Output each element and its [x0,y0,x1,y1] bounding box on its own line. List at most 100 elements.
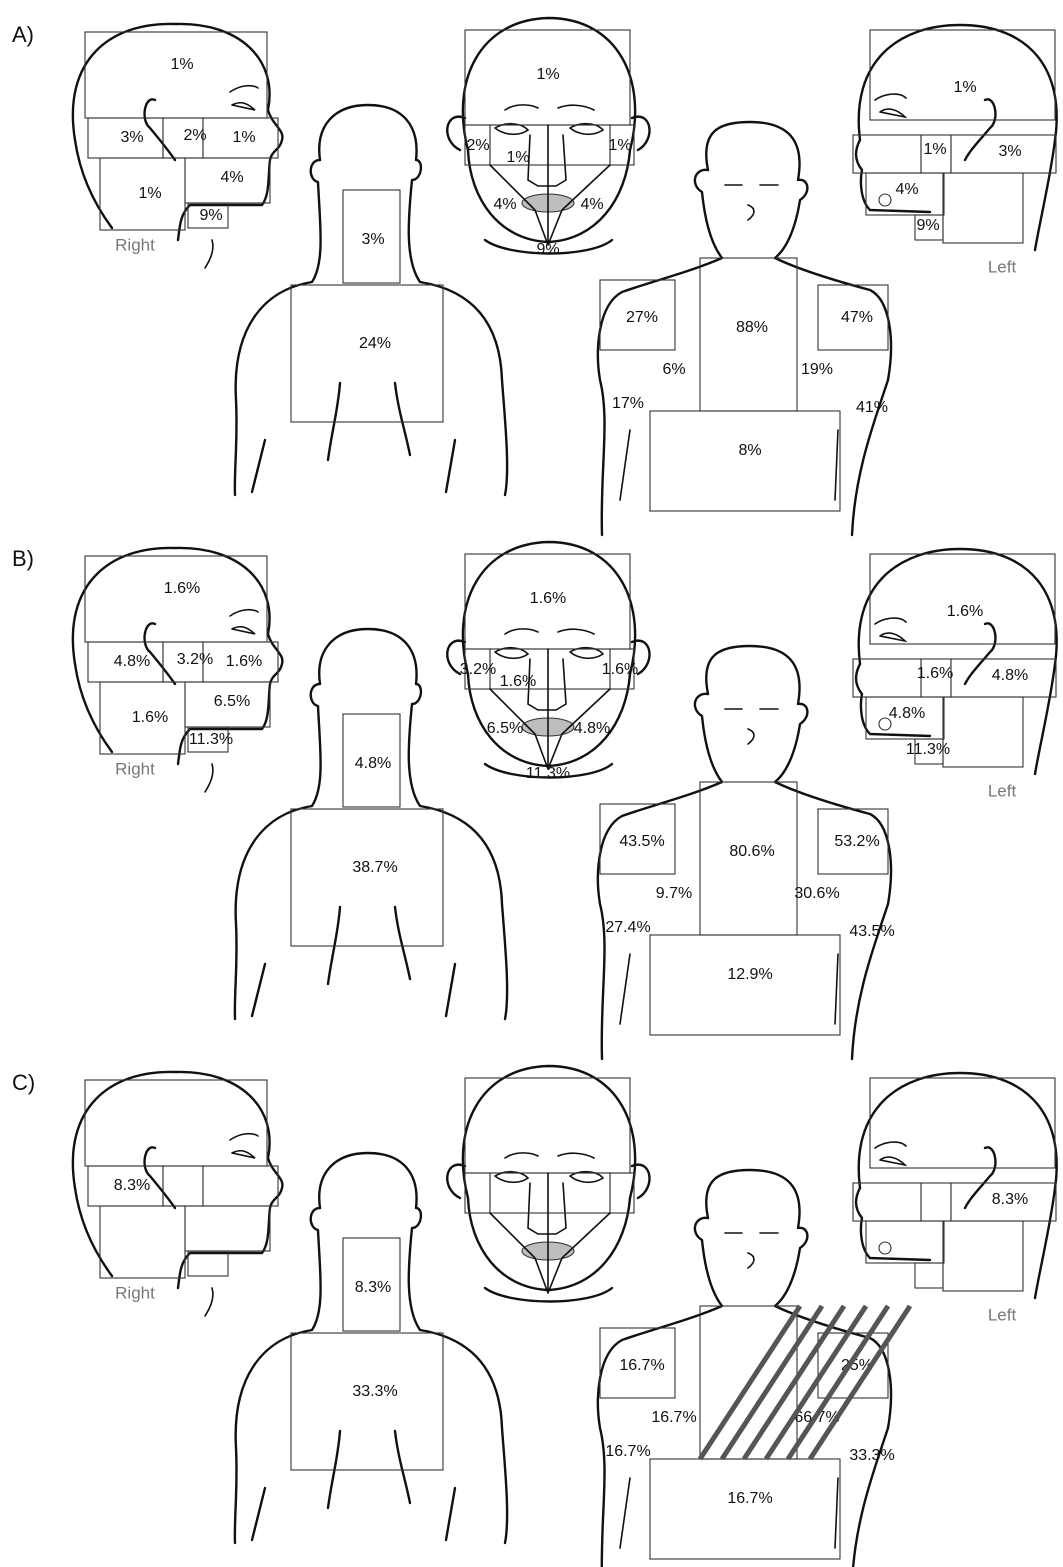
eye-brow [230,610,258,634]
side-label: Left [988,1305,1017,1324]
percent-label: 8% [738,442,761,459]
percent-label: 16.7% [605,1443,650,1460]
percent-label: 1% [170,56,193,73]
cheek-region [866,1221,944,1263]
percent-label: 4% [493,196,516,213]
percent-label: 1.6% [530,590,566,607]
chest-hatch-line [744,1306,844,1459]
percent-label: 33.3% [849,1447,894,1464]
forehead-region [85,556,267,642]
percent-label: 1% [953,79,976,96]
percent-label: 1.6% [602,661,638,678]
eye-region [203,1166,278,1206]
face-details [620,185,838,500]
body-outline [319,105,507,495]
percent-label: 1.6% [226,653,262,670]
nose-region [490,1173,610,1213]
head-outline [859,1073,1057,1188]
percent-label: 27.4% [605,919,650,936]
head-outline [73,1072,283,1288]
eye-brow [230,1134,258,1158]
eyebrows [505,1153,594,1158]
forehead-region [870,1078,1055,1168]
percent-label: 17% [612,395,644,412]
right-profile-head: 1.6%4.8%3.2%1.6%1.6%6.5%11.3%Right [73,548,283,792]
ear-outline [145,99,175,160]
left-profile-head: 8.3%Left [853,1073,1057,1324]
neck-region [943,173,1023,243]
percent-label: 43.5% [849,923,894,940]
percent-label: 12.9% [727,966,772,983]
back-of-head [75,140,112,228]
percent-label: 1% [138,185,161,202]
percent-label: 4% [895,181,918,198]
percent-label: 4.8% [114,653,150,670]
percent-label: 16.7% [619,1357,664,1374]
side-label: Right [115,759,155,778]
percent-label: 1.6% [917,665,953,682]
chest-hatch-line [722,1306,822,1459]
back-of-head [1035,664,1055,774]
eye-region [853,659,921,697]
back-of-head [1035,1188,1055,1298]
panel-label: B) [12,546,34,571]
forehead-region [85,32,267,118]
percent-label: 1.6% [947,603,983,620]
body-outline [319,629,507,1019]
ear-outline [965,99,995,160]
abdomen-region [650,935,840,1035]
neck-line [205,240,213,268]
percent-label: 6.5% [487,720,523,737]
percent-label: 11.3% [189,731,233,748]
front-torso: 80.6%43.5%53.2%9.7%30.6%27.4%43.5%12.9% [598,646,895,1059]
body-outline-left [235,1208,321,1543]
percent-label: 88% [736,319,768,336]
percent-label: 9% [199,207,222,224]
chin-region [915,1263,943,1288]
eye-region [853,135,921,173]
eye-brow [875,94,906,117]
body-details [252,907,455,1016]
percent-label: 3.2% [177,651,213,668]
chest-hatch-line [810,1306,910,1459]
forehead-region [85,1080,267,1166]
eyebrows [505,629,594,634]
percent-label: 8.3% [114,1177,150,1194]
head-outline [463,542,635,674]
percent-label: 9% [536,241,559,258]
panel-a: A)1%3%2%1%1%4%9%Right1%2%1%1%4%4%9%1%1%3… [12,18,1057,535]
back-torso: 3%24% [235,105,507,495]
percent-label: 4.8% [889,705,925,722]
chest-hatch-line [700,1306,800,1459]
percent-label: 9.7% [656,885,692,902]
percent-label: 4.8% [574,720,610,737]
body-outline-left [235,684,321,1019]
neck-region [943,1221,1023,1291]
percent-label: 1.6% [132,709,168,726]
percent-label: 47% [841,309,873,326]
body-details [252,1431,455,1540]
percent-label: 1% [923,141,946,158]
front-torso: 16.7%25%16.7%66.7%16.7%33.3%16.7% [598,1170,910,1567]
percent-label: 41% [856,399,888,416]
front-head: 1.6%3.2%1.6%1.6%6.5%4.8%11.3% [447,542,649,782]
percent-label: 1% [506,149,529,166]
percent-label: 3.2% [460,661,496,678]
upper-back-region [291,285,443,422]
eye-brow [230,86,258,110]
percent-label: 38.7% [352,859,397,876]
nose [528,135,566,186]
face-profile [856,1188,930,1260]
forehead-region [870,554,1055,644]
neck-line [205,1288,213,1316]
body-outline-left [598,694,722,1059]
eye-brow [875,1142,906,1165]
eyebrows [505,105,594,110]
percent-label: 11.3% [906,741,950,758]
left-profile-head: 1%1%3%4%9%Left [853,25,1057,276]
left-profile-head: 1.6%1.6%4.8%4.8%11.3%Left [853,549,1057,800]
percent-label: 16.7% [651,1409,696,1426]
body-outline-left [598,1218,722,1567]
head-outline [463,1066,635,1198]
front-head: 1%2%1%1%4%4%9% [447,18,649,258]
